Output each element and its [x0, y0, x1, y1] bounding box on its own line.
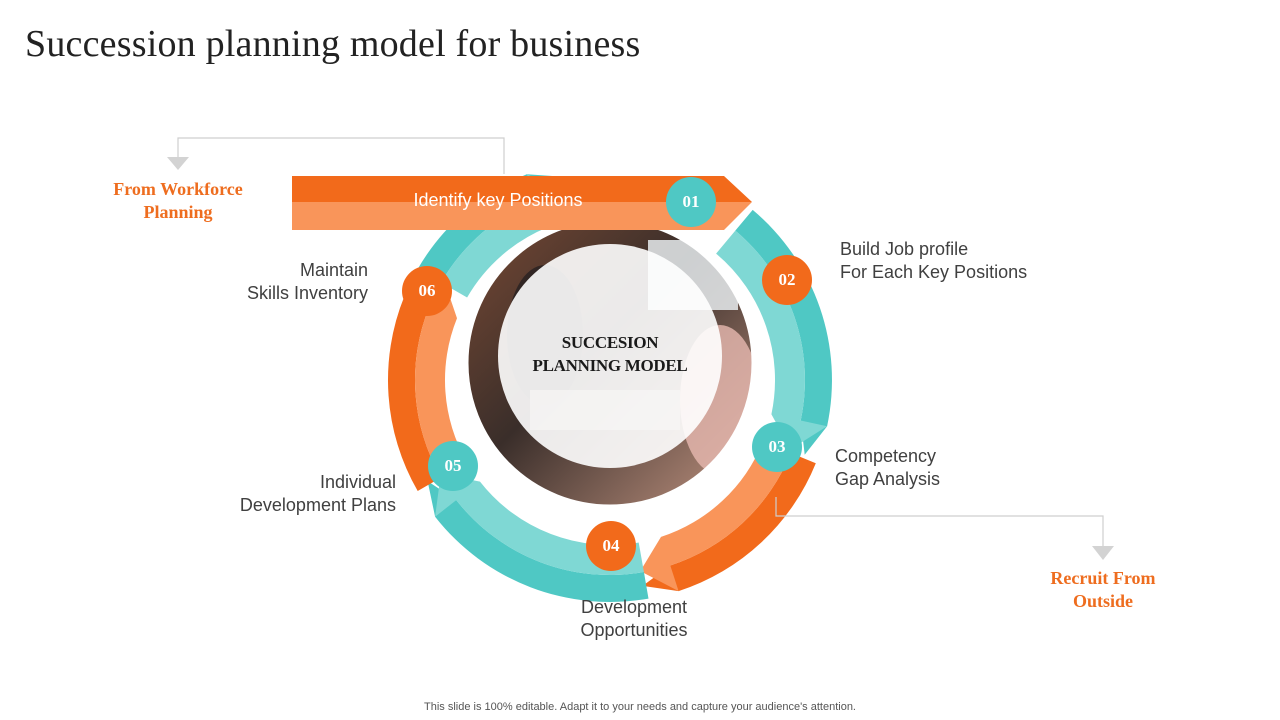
recruit-from-outside: Recruit From Outside — [1050, 568, 1156, 611]
recruit-connector — [775, 497, 1114, 560]
step-05-badge: 05 — [428, 441, 478, 491]
step-04-badge: 04 — [586, 521, 636, 571]
step-01-label: Identify key Positions — [413, 190, 583, 210]
step-06-badge: 06 — [402, 266, 452, 316]
segment-05-inner — [404, 280, 468, 478]
identify-positions-arrow — [292, 176, 752, 230]
footer-note: This slide is 100% editable. Adapt it to… — [424, 701, 856, 713]
segment-05-outer — [387, 272, 442, 491]
step-04-label: Development Opportunities — [580, 597, 688, 640]
step-05-label: Individual Development Plans — [239, 472, 396, 515]
step-03-badge: 03 — [752, 422, 802, 472]
segment-02-inner — [716, 230, 828, 450]
from-workforce-planning: From Workforce Planning — [113, 179, 243, 222]
center-circle — [498, 244, 722, 468]
center-title: SUCCESION PLANNING MODEL — [532, 333, 688, 375]
page-title: Succession planning model for business — [25, 23, 641, 65]
step-06-label: Maintain Skills Inventory — [246, 260, 368, 303]
step-01-badge: 01 — [666, 177, 716, 227]
step-02-label: Build Job profile For Each Key Positions — [840, 239, 1028, 282]
segment-02-outer — [735, 209, 832, 455]
step-03-label: Competency Gap Analysis — [835, 446, 941, 489]
segment-04-outer — [427, 481, 649, 602]
step-02-badge: 02 — [762, 255, 812, 305]
segment-03-inner — [640, 441, 791, 592]
workforce-connector — [167, 137, 505, 174]
